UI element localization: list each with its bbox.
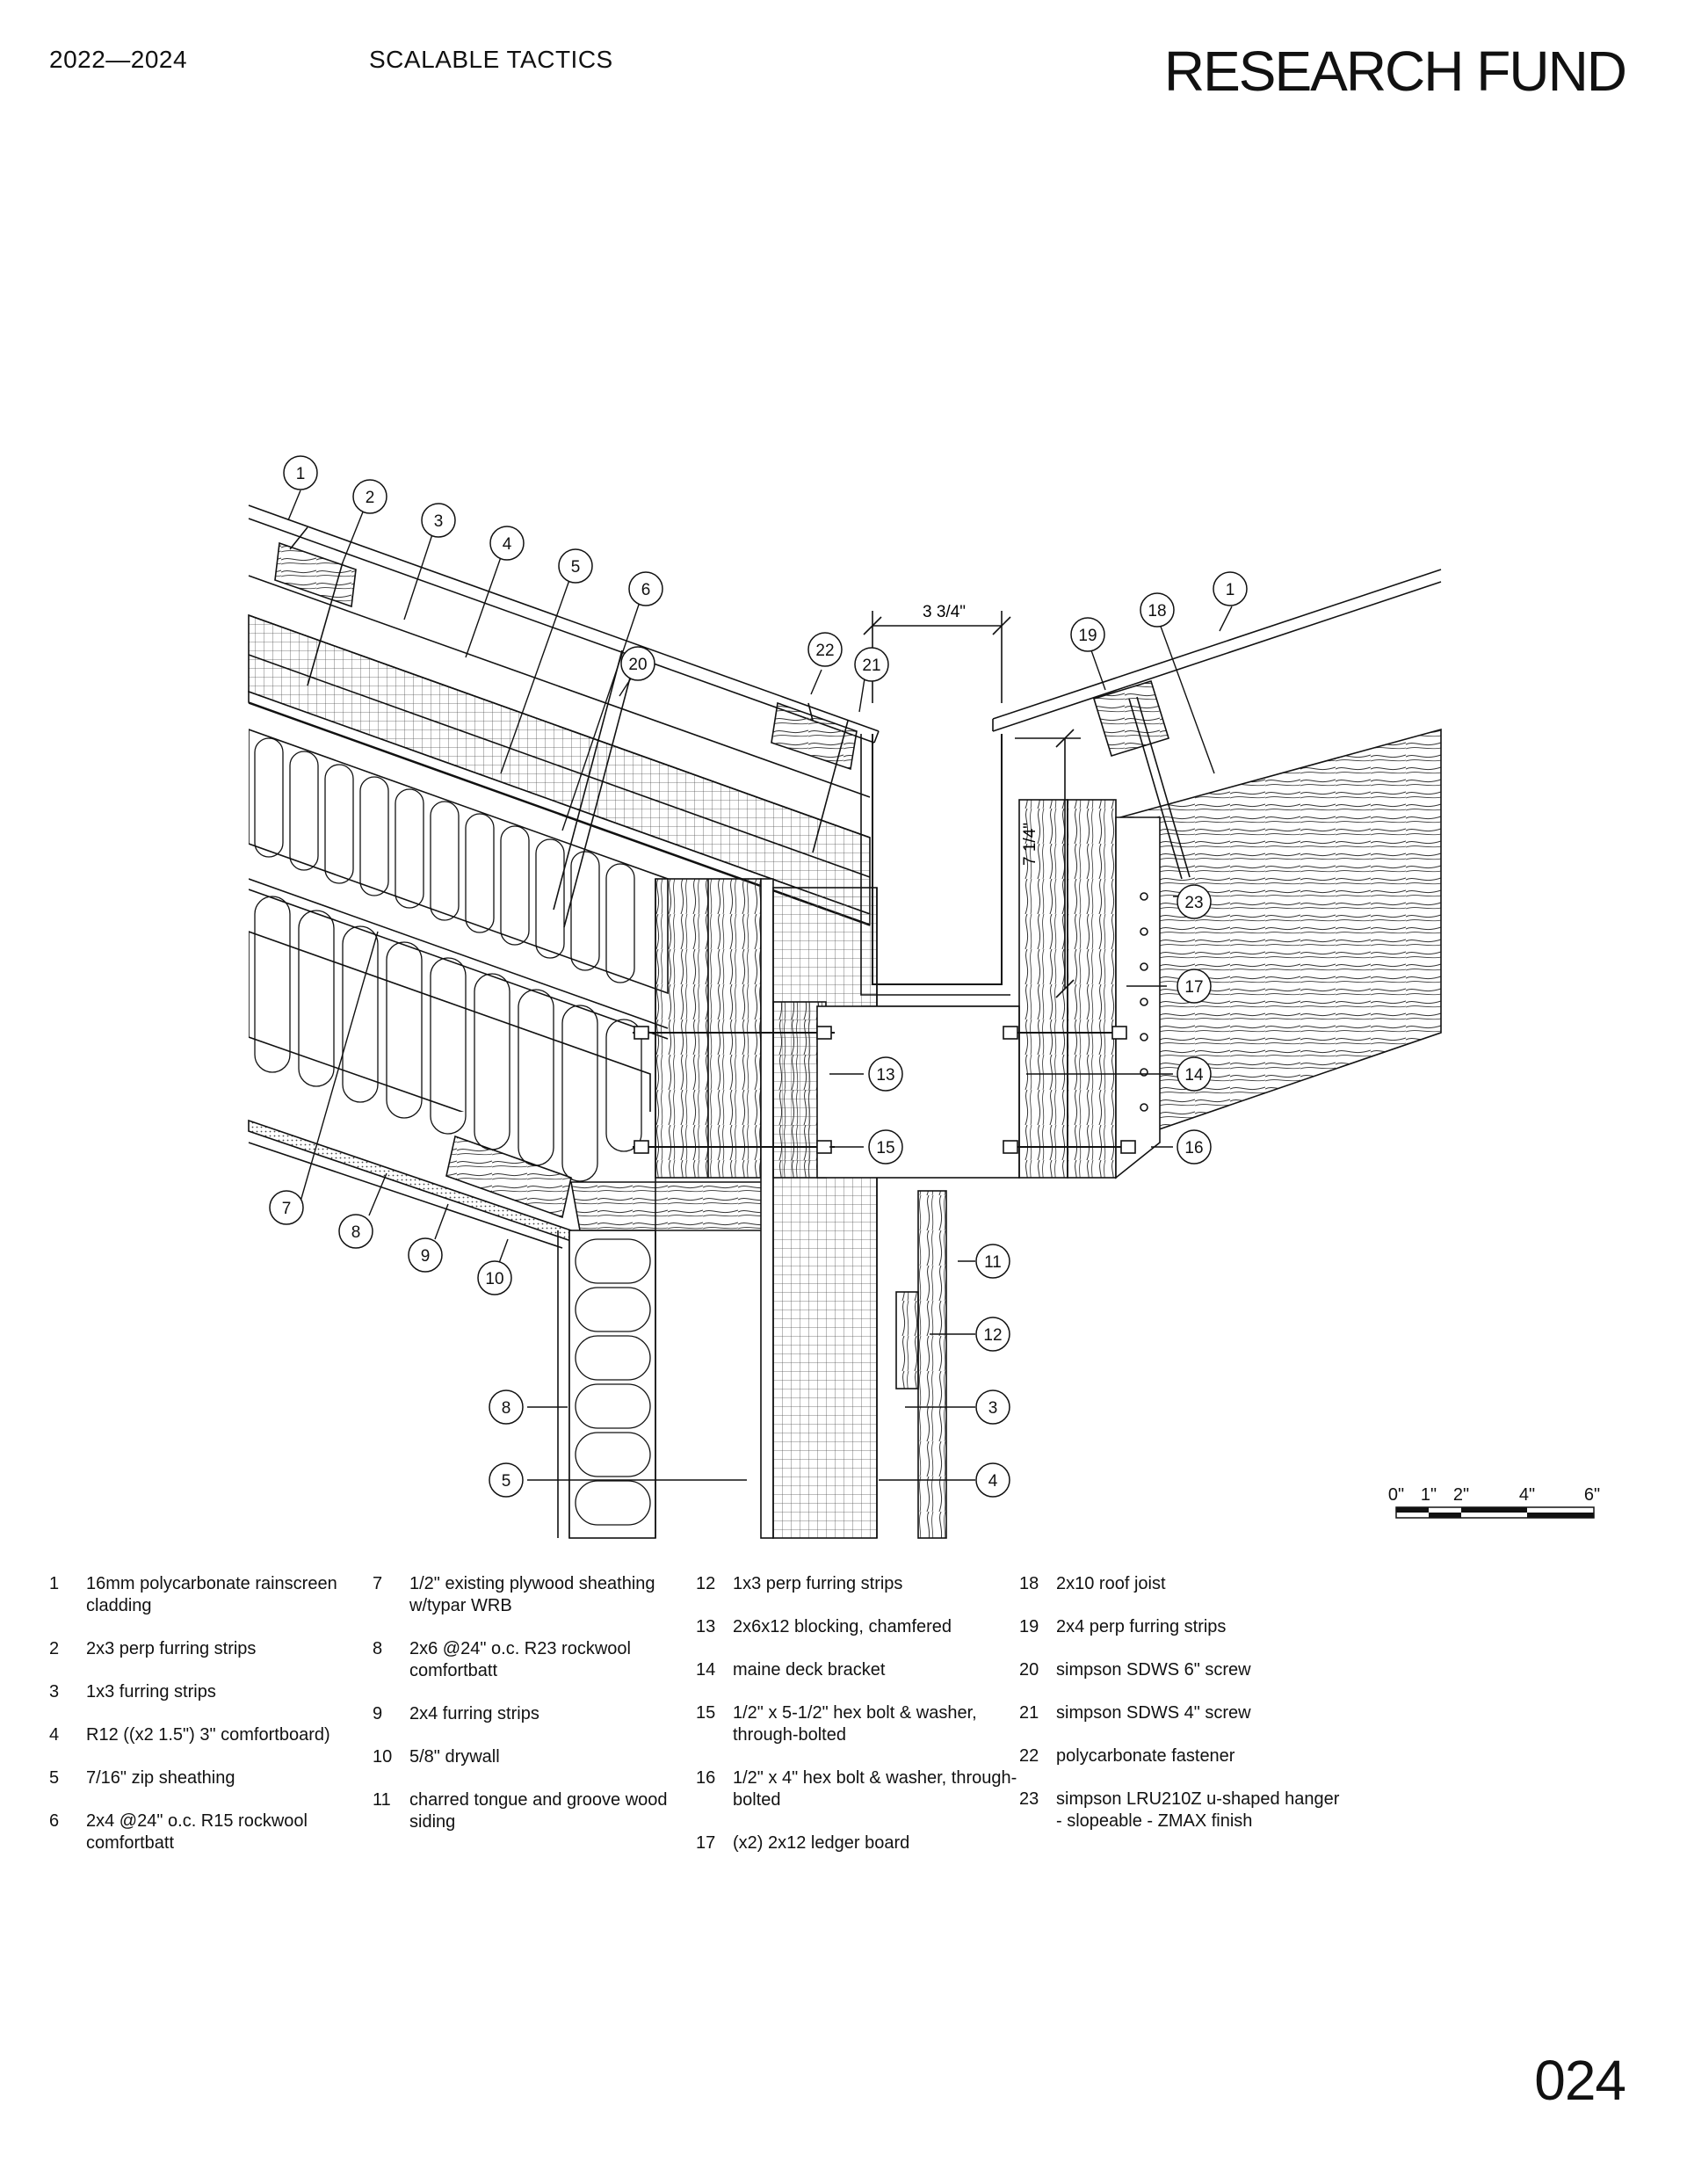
callout-8-wall xyxy=(489,1389,524,1425)
callout-label: 6 xyxy=(641,581,651,599)
scale-label: 2" xyxy=(1453,1485,1469,1505)
header-project: SCALABLE TACTICS xyxy=(369,46,613,73)
callout-21 xyxy=(854,647,889,682)
callout-label: 23 xyxy=(1184,894,1203,912)
callout-16 xyxy=(1177,1129,1212,1165)
callout-1-left xyxy=(283,455,318,490)
callout-label: 19 xyxy=(1078,627,1097,645)
callout-4-roof xyxy=(489,526,525,561)
callout-3-wall xyxy=(975,1389,1010,1425)
callout-label: 11 xyxy=(984,1253,1002,1272)
callout-10 xyxy=(477,1260,512,1295)
callout-label: 13 xyxy=(876,1066,894,1085)
callout-12 xyxy=(975,1317,1010,1352)
scale-bar: 0" 1" 2" 4" 6" xyxy=(1388,1485,1600,1519)
callout-label: 21 xyxy=(862,657,880,675)
callout-label: 2 xyxy=(366,489,375,507)
header-years: 2022—2024 xyxy=(49,46,188,73)
callout-1-right xyxy=(1213,571,1248,606)
callout-11 xyxy=(975,1244,1010,1279)
callout-3-roof xyxy=(421,503,456,538)
legend-item: 17(x2) 2x12 ledger board xyxy=(696,1833,910,1853)
callout-label: 14 xyxy=(1184,1066,1204,1085)
callout-label: 7 xyxy=(282,1200,292,1218)
callout-label: 1 xyxy=(296,465,306,483)
callout-19 xyxy=(1070,617,1105,652)
callout-2 xyxy=(352,479,387,514)
scale-label: 0" xyxy=(1388,1485,1404,1505)
callout-label: 12 xyxy=(983,1326,1002,1345)
callout-label: 8 xyxy=(351,1223,361,1242)
callout-label: 10 xyxy=(485,1270,503,1288)
callout-label: 20 xyxy=(628,656,647,674)
callout-8-ceiling xyxy=(338,1214,373,1249)
callout-6 xyxy=(628,571,663,606)
callout-13 xyxy=(868,1056,903,1092)
dimension-side: 7 1/4" xyxy=(1021,823,1039,866)
callout-4-wall xyxy=(975,1462,1010,1498)
callout-20 xyxy=(620,646,655,681)
callout-label: 9 xyxy=(421,1247,431,1266)
scale-label: 6" xyxy=(1584,1485,1600,1505)
callout-label: 15 xyxy=(876,1139,894,1157)
callout-label: 17 xyxy=(1184,978,1203,997)
callout-label: 3 xyxy=(434,512,444,531)
callout-23 xyxy=(1177,884,1212,919)
callout-label: 22 xyxy=(815,642,834,660)
callout-label: 4 xyxy=(503,535,512,554)
callout-label: 3 xyxy=(988,1399,998,1418)
callout-label: 5 xyxy=(502,1472,511,1491)
callout-9 xyxy=(408,1237,443,1273)
callout-18 xyxy=(1140,592,1175,628)
callout-label: 8 xyxy=(502,1399,511,1418)
callout-17 xyxy=(1177,969,1212,1004)
scale-label: 4" xyxy=(1519,1485,1535,1505)
callout-14 xyxy=(1177,1056,1212,1092)
callout-22 xyxy=(807,632,843,667)
callout-7 xyxy=(269,1190,304,1225)
callout-label: 5 xyxy=(571,558,581,577)
callout-label: 18 xyxy=(1148,602,1166,620)
construction-detail-drawing: 3 3/4" 7 1/4" xyxy=(248,455,1600,1539)
page-number: 024 xyxy=(1534,2049,1626,2112)
callout-label: 4 xyxy=(988,1472,998,1491)
scale-label: 1" xyxy=(1421,1485,1437,1505)
dimension-top: 3 3/4" xyxy=(923,603,966,621)
header-title: RESEARCH FUND xyxy=(1163,40,1627,103)
callout-5-wall xyxy=(489,1462,524,1498)
callout-15 xyxy=(868,1129,903,1165)
callout-label: 1 xyxy=(1226,581,1235,599)
callout-label: 16 xyxy=(1184,1139,1203,1157)
callout-5-roof xyxy=(558,548,593,584)
